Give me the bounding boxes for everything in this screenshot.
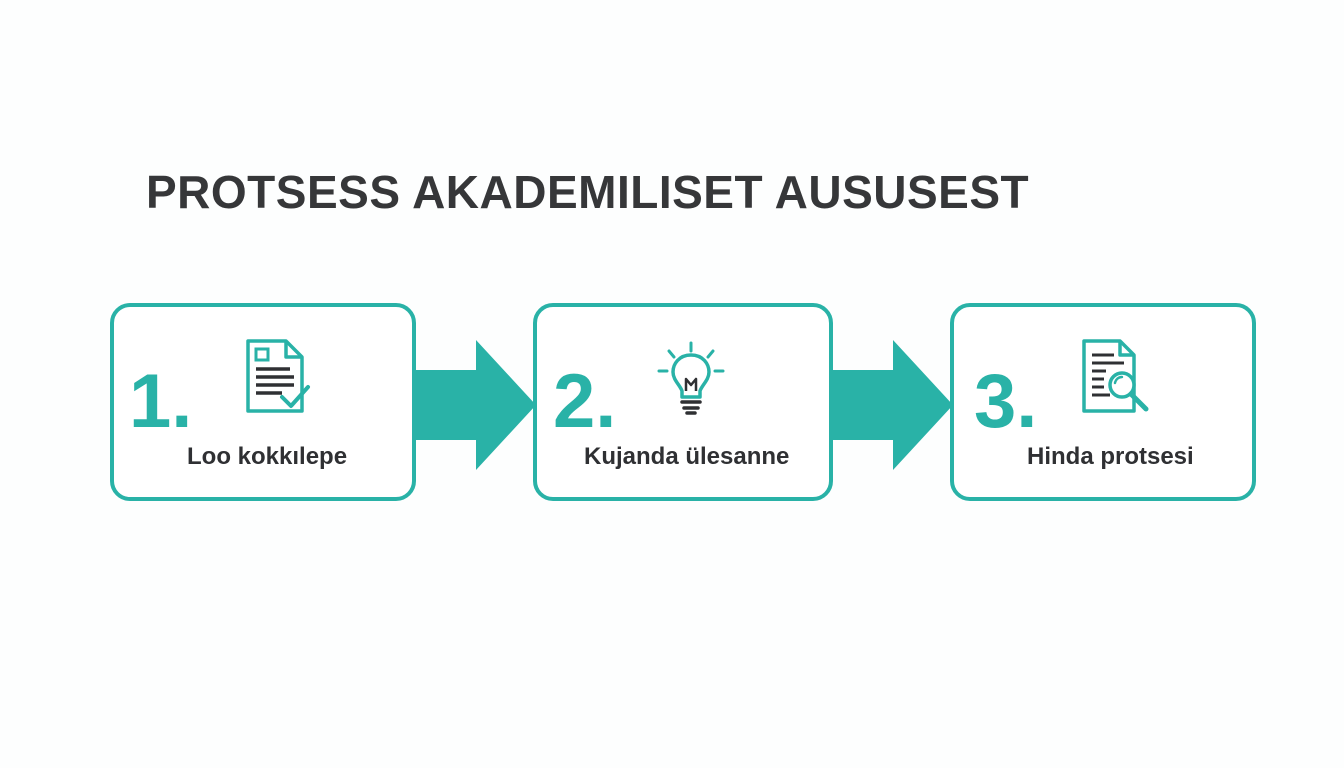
step-box-2: 2. Kujanda ülesanne — [533, 303, 833, 501]
step-number-3: 3. — [974, 359, 1038, 444]
step-box-1: 1. Loo kokkılepe — [110, 303, 416, 501]
arrow-right-icon — [831, 340, 953, 470]
step-label-3: Hinda protsesi — [1027, 443, 1194, 470]
document-search-icon — [1082, 339, 1149, 413]
lightbulb-icon — [657, 341, 725, 415]
step-number-2: 2. — [553, 359, 617, 444]
document-check-icon — [246, 339, 310, 413]
step-box-3: 3. Hinda protsesi — [950, 303, 1256, 501]
step-label-2: Kujanda ülesanne — [584, 443, 790, 470]
step-number-1: 1. — [129, 359, 193, 444]
arrow-right-icon — [414, 340, 536, 470]
diagram-title: PROTSESS AKADEMILISET AUSUSEST — [146, 166, 1030, 218]
step-label-1: Loo kokkılepe — [187, 443, 348, 470]
